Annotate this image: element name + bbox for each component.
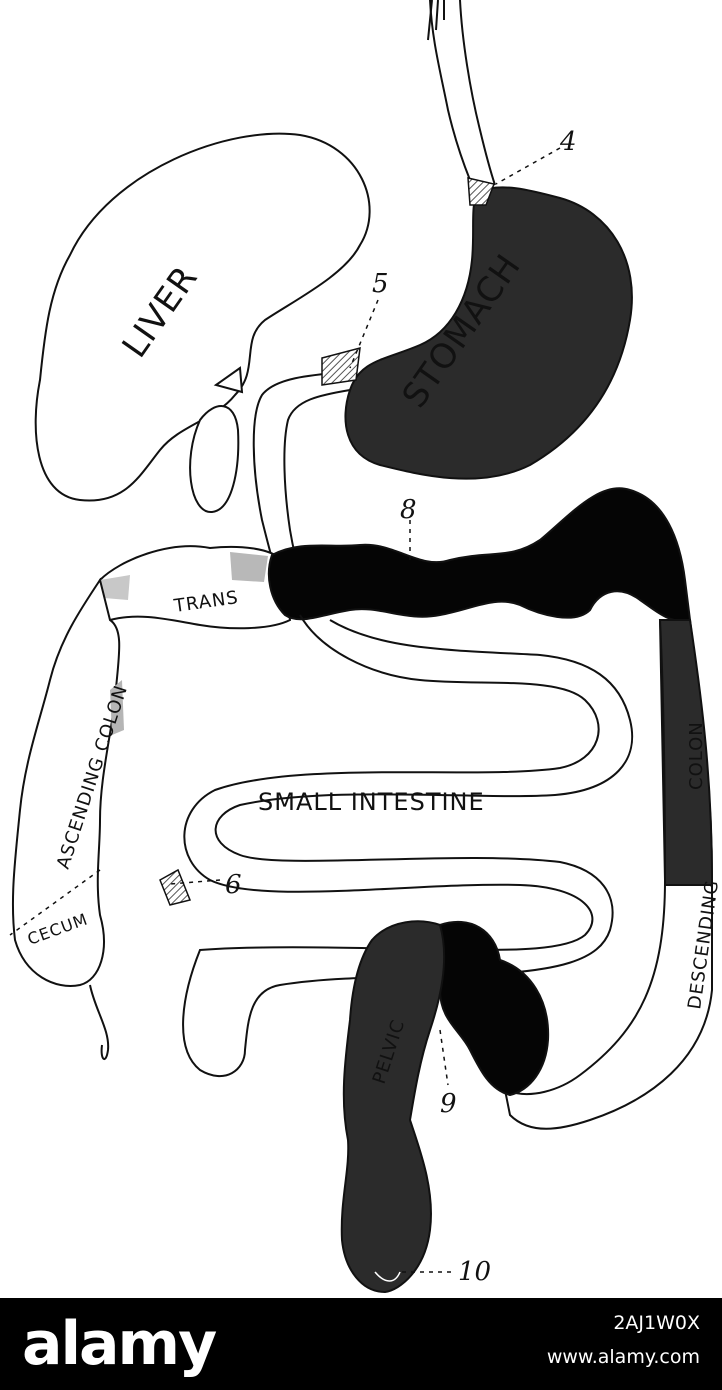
gallbladder (189, 405, 240, 514)
liver (34, 132, 371, 514)
image-id-text: 2AJ1W0X (613, 1312, 700, 1334)
stomach (344, 177, 633, 480)
brand-logo: alamy (22, 1309, 217, 1379)
callout-5: 5 (372, 269, 389, 299)
callout-line-cecum (9, 869, 101, 936)
watermark-footer: alamy 2AJ1W0X www.alamy.com (0, 1298, 722, 1390)
anatomical-diagram: LIVER STOMACH TRANS ASCENDING COLON SMAL… (9, 0, 722, 1294)
callout-9: 9 (440, 1089, 457, 1119)
small-intestine (159, 614, 634, 1077)
callout-8: 8 (400, 495, 417, 525)
callout-10: 10 (458, 1257, 491, 1287)
colon-label: COLON (686, 721, 707, 790)
site-url-text: www.alamy.com (546, 1346, 700, 1368)
callout-line-4 (495, 147, 561, 185)
pelvic-colon (340, 920, 446, 1294)
callout-line-5 (349, 299, 379, 369)
descending-colon (503, 619, 713, 1130)
bile-duct-triangle (213, 366, 244, 394)
pyloric-sphincter-region (321, 346, 361, 386)
callout-6: 6 (225, 870, 242, 900)
transverse-colon-light (94, 545, 292, 630)
callout-line-9 (439, 1029, 449, 1086)
appendix (89, 984, 110, 1060)
ileocecal-valve-region (159, 868, 192, 906)
transverse-colon-dark (267, 487, 692, 622)
sigmoid-dark (439, 920, 550, 1097)
small-intestine-label: SMALL INTESTINE (258, 788, 485, 816)
ascending-colon (11, 577, 124, 1060)
callout-lines (9, 147, 561, 1273)
anus (374, 1271, 401, 1282)
cardiac-sphincter-region (467, 177, 496, 206)
callout-4: 4 (559, 127, 577, 157)
esophagus (427, 0, 496, 186)
